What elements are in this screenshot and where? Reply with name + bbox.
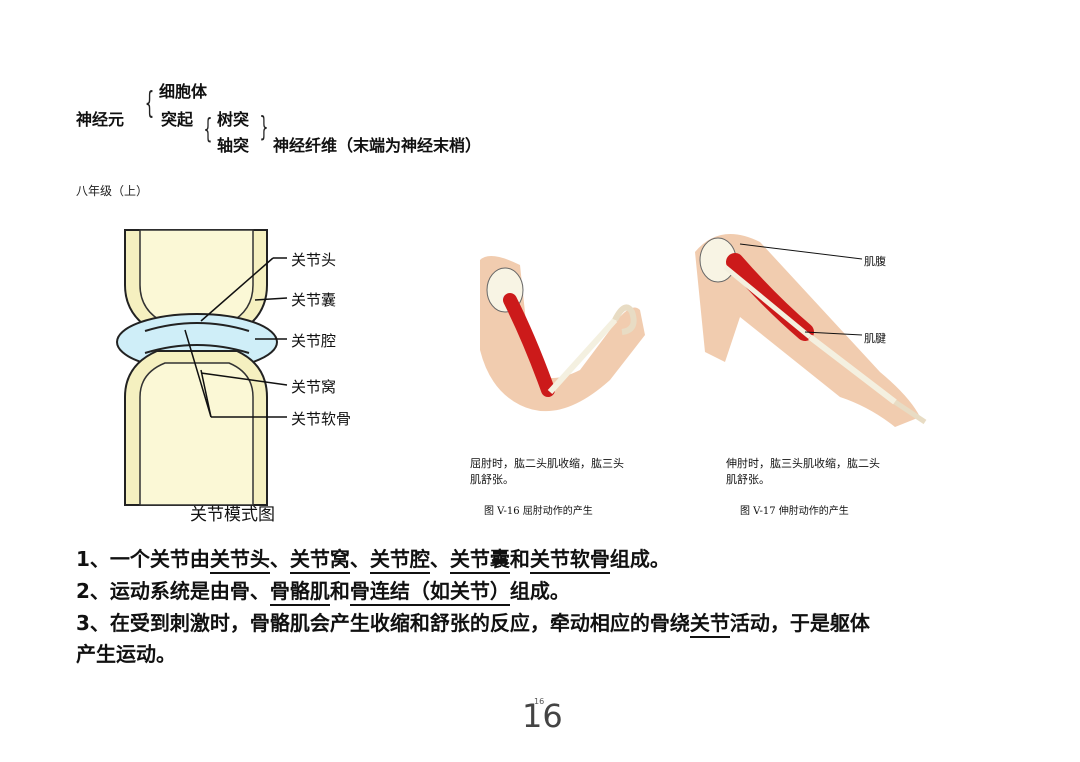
point-1: 1、一个关节由关节头、关节窝、关节腔、关节囊和关节软骨组成。 xyxy=(76,543,670,574)
joint-label-cartilage: 关节软骨 xyxy=(291,410,352,428)
flexion-desc-line2: 肌舒张。 xyxy=(470,473,514,486)
point-3-line2: 产生运动。 xyxy=(76,642,176,666)
page-number: 16 xyxy=(522,697,563,735)
grade-label: 八年级（上） xyxy=(76,184,149,198)
p1-sep2: 、 xyxy=(349,547,370,571)
p2-end: 组成。 xyxy=(509,579,570,603)
flexion-desc-line1: 屈肘时，肱二头肌收缩，肱三头 xyxy=(470,457,624,470)
tree-cell-body: 细胞体 xyxy=(159,82,208,101)
arm-extension-illustration xyxy=(695,234,927,427)
p1-u4: 关节囊 xyxy=(449,547,510,574)
extension-label-tendon: 肌腱 xyxy=(864,332,886,345)
brace-process: { xyxy=(203,112,213,145)
tree-process: 突起 xyxy=(161,110,194,129)
joint-label-head: 关节头 xyxy=(291,251,337,269)
joint-caption: 关节模式图 xyxy=(190,505,275,525)
flexion-caption: 图 V-16 屈肘动作的产生 xyxy=(484,506,593,517)
p3-end: 活动，于是躯体 xyxy=(729,611,870,635)
point-2: 2、运动系统是由骨、骨骼肌和骨连结（如关节）组成。 xyxy=(76,575,570,606)
p1-sep3: 、 xyxy=(429,547,450,571)
point-3: 3、在受到刺激时，骨骼肌会产生收缩和舒张的反应，牵动相应的骨绕关节活动，于是躯体 xyxy=(76,607,870,638)
p1-u3: 关节腔 xyxy=(369,547,430,574)
tree-dendrite: 树突 xyxy=(217,110,250,129)
p1-sep1: 、 xyxy=(269,547,290,571)
p1-u2: 关节窝 xyxy=(289,547,350,574)
arm-flexion-illustration xyxy=(480,256,645,412)
p3-text: 3、在受到刺激时，骨骼肌会产生收缩和舒张的反应，牵动相应的骨绕 xyxy=(76,611,690,635)
brace-left: { xyxy=(144,86,155,121)
brace-right: } xyxy=(259,110,269,143)
p2-u1: 骨骼肌 xyxy=(269,579,330,606)
p1-and: 和 xyxy=(509,547,530,571)
p1-u5: 关节软骨 xyxy=(529,547,610,574)
tree-root: 神经元 xyxy=(76,110,125,129)
tree-axon: 轴突 xyxy=(217,136,250,155)
p1-u1: 关节头 xyxy=(209,547,270,574)
p1-end: 组成。 xyxy=(609,547,670,571)
joint-label-socket: 关节窝 xyxy=(291,378,337,396)
joint-label-cavity: 关节腔 xyxy=(291,332,337,350)
extension-caption: 图 V-17 伸肘动作的产生 xyxy=(740,506,849,517)
p2-text: 2、运动系统是由骨、 xyxy=(76,579,270,603)
p1-text: 1、一个关节由 xyxy=(76,547,210,571)
p2-and: 和 xyxy=(329,579,350,603)
joint-label-capsule: 关节囊 xyxy=(291,291,337,309)
p2-u2: 骨连结（如关节） xyxy=(349,579,510,606)
extension-label-belly: 肌腹 xyxy=(864,255,886,268)
page-number-small: 16 xyxy=(534,697,545,706)
extension-desc-line2: 肌舒张。 xyxy=(726,473,770,486)
extension-desc-line1: 伸肘时，肱三头肌收缩，肱二头 xyxy=(726,457,880,470)
p3-u1: 关节 xyxy=(689,611,730,638)
tree-fiber: 神经纤维（末端为神经末梢） xyxy=(273,136,482,155)
joint-diagram xyxy=(116,229,288,506)
